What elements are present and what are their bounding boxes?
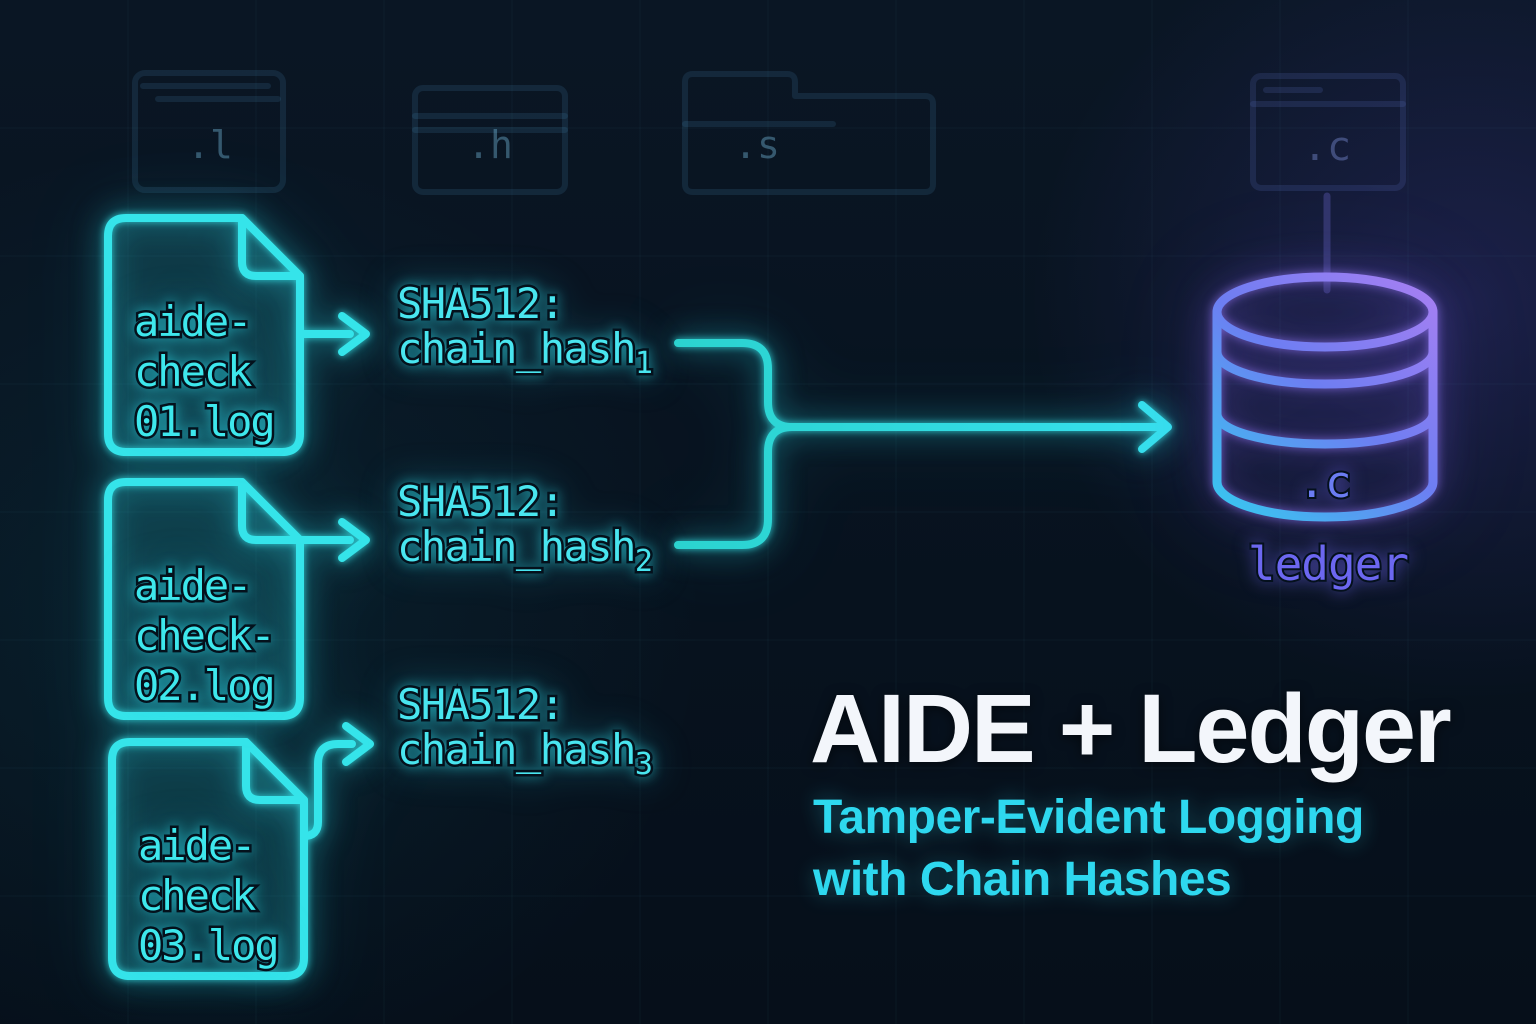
- faded-source-icons: .l .h .s .c: [132, 70, 1406, 195]
- hash2-algo: SHA512:: [397, 477, 564, 526]
- database-inner-label: .c: [1299, 457, 1352, 508]
- hash2-merge-line: [674, 423, 796, 549]
- hash3-algo: SHA512:: [397, 680, 564, 729]
- folder-label: .c: [1303, 124, 1351, 170]
- file3-to-hash3-arrow: [300, 722, 374, 840]
- teal-ambient-glow: [0, 140, 710, 1024]
- subtitle-line1: Tamper-Evident Logging: [813, 791, 1364, 844]
- ledger-database-icon: [1212, 272, 1438, 522]
- file1-label-line3: 01.log: [134, 397, 274, 446]
- config-window-icon: [1250, 73, 1406, 191]
- log-folder-icon: [132, 70, 286, 193]
- file-icon-aide-check-03: [108, 738, 308, 980]
- database-band-1: [1212, 347, 1438, 389]
- log-files-group: [104, 214, 374, 980]
- folder-label: .l: [187, 123, 233, 167]
- file-fold-corner: [238, 214, 304, 280]
- file2-to-hash2-arrow: [298, 518, 370, 562]
- database-body: [1212, 307, 1438, 522]
- file1-label-line2: check: [134, 347, 252, 396]
- database-caption: ledger: [1248, 537, 1408, 591]
- header-window-icon: [412, 85, 568, 195]
- hash1-algo: SHA512:: [397, 279, 564, 328]
- file1-label-line1: aide-: [134, 297, 250, 346]
- file-fold-corner: [238, 478, 304, 544]
- file-fold-corner: [242, 738, 308, 804]
- file2-label-line1: aide-: [134, 561, 250, 610]
- page-subtitle: Tamper-Evident Logging with Chain Hashes: [812, 791, 1364, 906]
- file3-label-line2: check: [138, 871, 256, 920]
- hash1-value: chain_hash1: [397, 324, 652, 381]
- file1-to-hash1-arrow: [298, 312, 370, 356]
- file-labels-group: aide- check 01.log aide- check- 02.log a…: [132, 295, 283, 973]
- merged-to-ledger-arrow: [788, 401, 1172, 453]
- folder-label: .h: [467, 123, 513, 167]
- database-band-2: [1212, 409, 1438, 449]
- hash-labels-group: SHA512: chain_hash1 SHA512: chain_hash2 …: [395, 277, 656, 785]
- hash1-merge-line: [674, 339, 796, 431]
- hash2-value: chain_hash2: [397, 522, 651, 579]
- tabbed-folder-icon: [682, 71, 936, 195]
- file-icon-aide-check-02: [104, 478, 304, 720]
- file2-label-line2: check-: [134, 611, 274, 660]
- purple-ambient-glow: [1030, 0, 1536, 700]
- page-title: AIDE + Ledger: [810, 674, 1451, 783]
- file2-label-line3: 02.log: [134, 661, 274, 710]
- hash3-value: chain_hash3: [397, 725, 651, 782]
- file-icon-aide-check-01: [104, 214, 304, 456]
- folder-label: .s: [734, 123, 780, 167]
- hash-merge-arrow-group: [674, 339, 1172, 549]
- subtitle-line2: with Chain Hashes: [812, 853, 1231, 906]
- file3-label-line1: aide-: [138, 821, 254, 870]
- file3-label-line3: 03.log: [138, 921, 278, 970]
